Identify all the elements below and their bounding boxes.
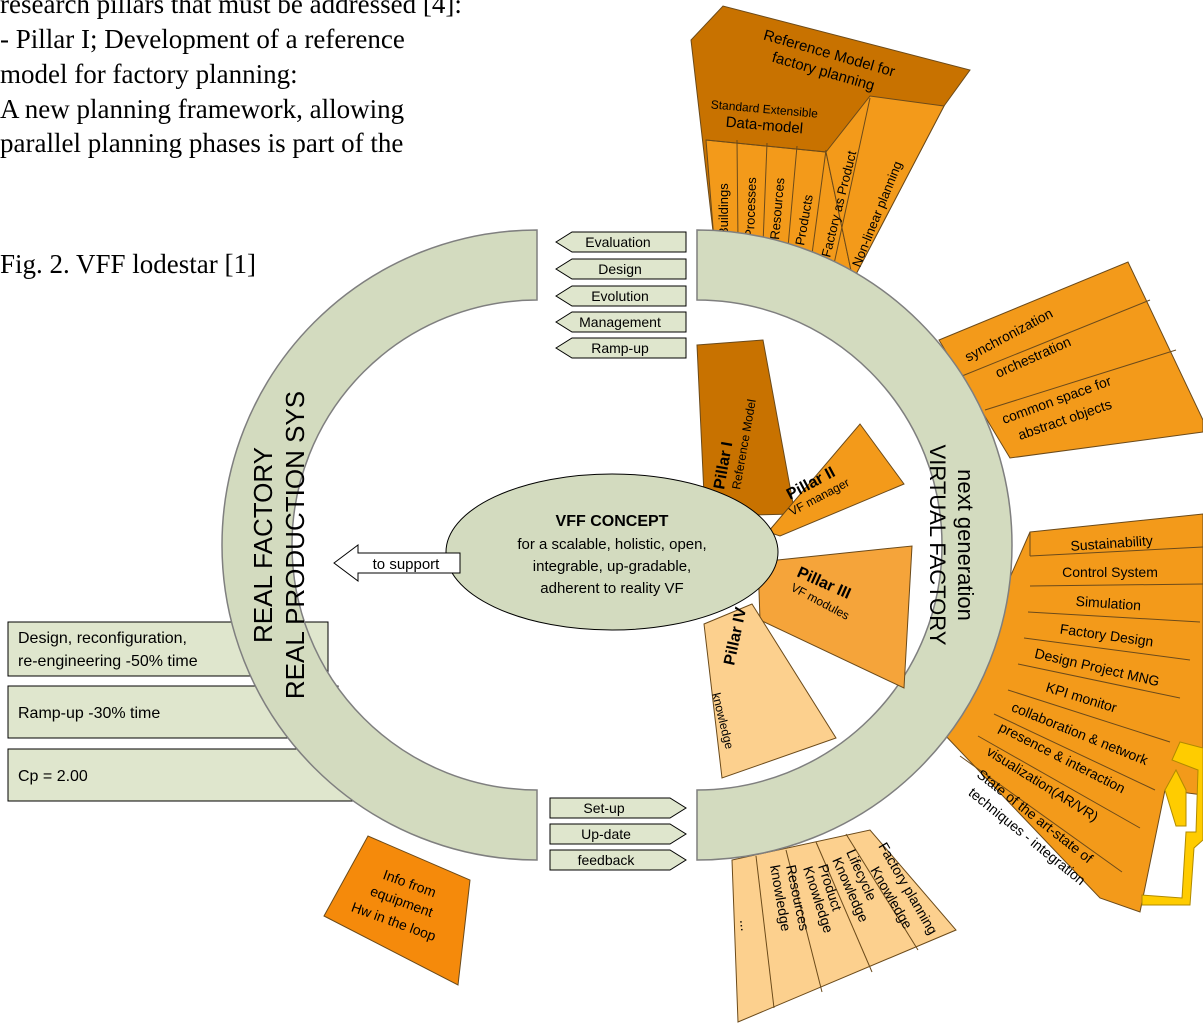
body-text-line: A new planning framework, allowing [0, 94, 405, 124]
bottom-arrows: Set-up Up-date feedback [549, 797, 687, 871]
reference-item-resources: Resources [767, 177, 787, 241]
center-line3: adherent to reality VF [540, 580, 683, 597]
reference-fan-items-shape [825, 95, 945, 282]
pillar-ii-wedge [767, 423, 905, 537]
equipment-block: Info from equipment Hw in the loop [323, 835, 471, 986]
vf-modules-fan: Sustainability Control System Simulation… [941, 513, 1203, 913]
arrow-rampup: Ramp-up [591, 340, 649, 356]
real-production-label: REAL PRODUCTION SYS [280, 391, 310, 699]
arrow-evaluation: Evaluation [585, 234, 650, 250]
body-text-line: - Pillar I; Development of a reference [0, 24, 405, 54]
left-box-design-line2: re-engineering -50% time [18, 653, 198, 670]
reference-item-buildings: Buildings [716, 183, 731, 236]
arrow-management: Management [579, 314, 661, 330]
knowledge-ellipsis: ... [737, 919, 754, 932]
manager-fan-shape [938, 261, 1203, 459]
module-sustainability: Sustainability [1070, 532, 1153, 554]
real-factory-label: REAL FACTORY [248, 447, 278, 643]
arrow-design: Design [598, 261, 642, 277]
center-title: VFF CONCEPT [556, 513, 669, 530]
next-generation-label: next generation [953, 469, 978, 621]
figure-caption: Fig. 2. VFF lodestar [1] [0, 249, 257, 279]
body-text-line: model for factory planning: [0, 59, 298, 89]
left-box-rampup: Ramp-up -30% time [18, 705, 160, 722]
arrow-feedback: feedback [578, 852, 636, 868]
to-support-label: to support [373, 556, 441, 573]
center-line1: for a scalable, holistic, open, [517, 536, 706, 553]
left-box-design-line1: Design, reconfiguration, [18, 630, 187, 647]
reference-item-processes: Processes [742, 176, 759, 238]
module-control-system: Control System [1062, 564, 1158, 580]
left-box-cp: Cp = 2.00 [18, 768, 88, 785]
body-text-line: parallel planning phases is part of the [0, 128, 404, 158]
top-arrows: Evaluation Design Evolution Management R… [555, 231, 687, 359]
pillar-iii-wedge [757, 545, 913, 689]
knowledge-fan-shape [731, 829, 957, 1023]
to-support-arrow: to support [333, 544, 461, 582]
yellow-bracket-icon [1141, 741, 1203, 906]
vff-concept-center: VFF CONCEPT for a scalable, holistic, op… [445, 473, 779, 631]
knowledge-fan: Factory planning Knowledge Lifecycle Kno… [731, 829, 957, 1023]
virtual-factory-label: VIRTUAL FACTORY [925, 445, 950, 646]
arrow-update: Up-date [581, 826, 631, 842]
real-factory-ring: REAL FACTORY REAL PRODUCTION SYS [221, 229, 538, 861]
module-simulation: Simulation [1075, 593, 1141, 614]
arrow-setup: Set-up [583, 800, 624, 816]
pillar-iv-wedge [703, 603, 837, 779]
pillars: Pillar I Reference Model Pillar II VF ma… [696, 339, 913, 779]
virtual-factory-ring: next generation VIRTUAL FACTORY [696, 229, 1013, 861]
center-line2: integrable, up-gradable, [533, 558, 691, 575]
arrow-evolution: Evolution [591, 288, 649, 304]
data-model-line2: Data-model [725, 114, 804, 138]
body-text-line: research pillars that must be addressed … [0, 0, 462, 19]
modules-fan-shape [941, 513, 1203, 913]
